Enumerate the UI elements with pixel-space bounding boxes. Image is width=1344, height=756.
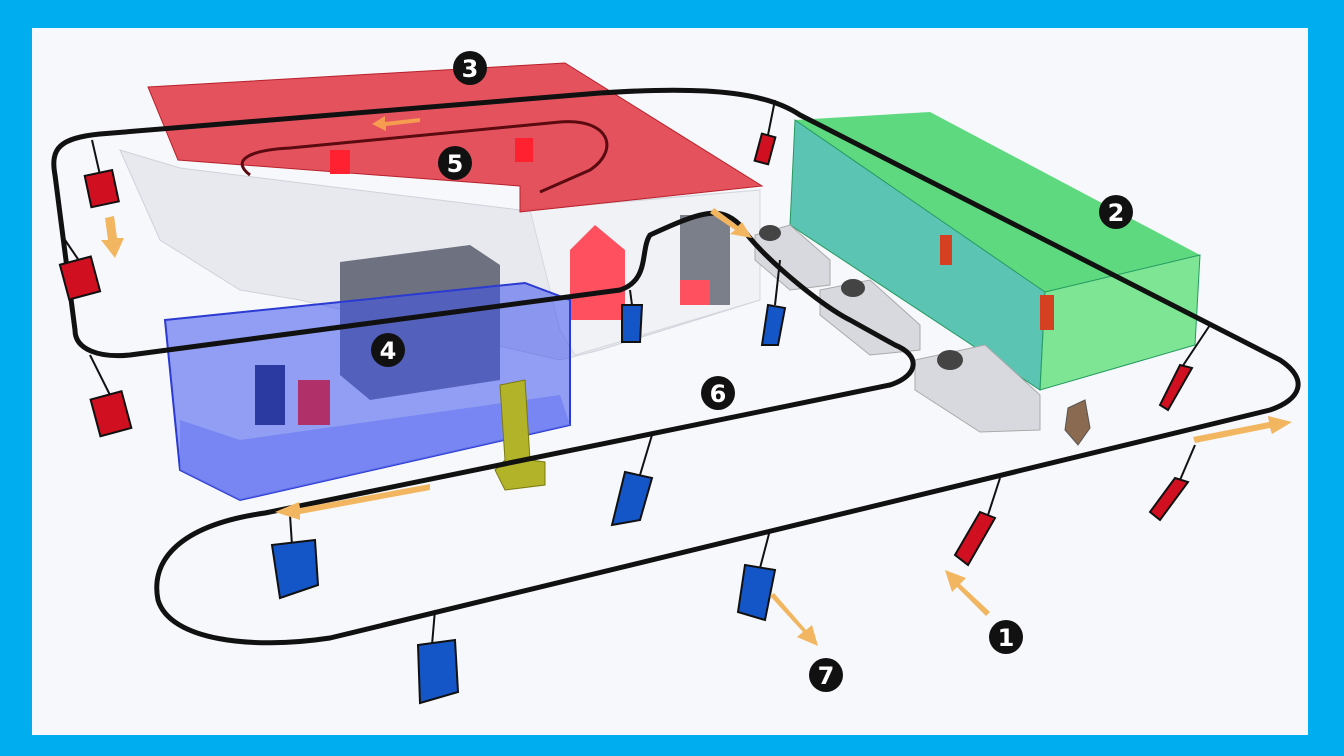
svg-text:4: 4 [380,337,397,365]
label-7: 7 [809,658,843,692]
raw-part [953,510,997,567]
pretreatment-tank-2 [819,279,921,356]
raw-part [753,132,777,166]
svg-text:3: 3 [462,55,479,83]
arrow-right-loop [1193,416,1292,443]
oven-part-a [330,150,350,174]
label-1: 1 [989,620,1023,654]
coated-part [621,304,644,343]
coated-part [416,638,460,705]
pretreatment-tunnel-top [795,112,1200,292]
svg-text:2: 2 [1108,199,1125,227]
arrow-bottom-loop [275,484,430,520]
label-2: 2 [1099,195,1133,229]
spray-part-2 [1040,295,1054,330]
arrow-entry [945,570,990,616]
flow-arrows [101,208,1292,646]
label-4: 4 [371,333,405,367]
raw-part [1148,476,1190,522]
coated-part [736,563,777,622]
powder-booth-base [180,395,570,500]
pretreatment-tunnel-end [1039,254,1201,391]
conveyor-loop [51,87,1301,646]
booth-part [298,380,330,425]
oven-red-part-2 [680,280,710,305]
coated-part [610,470,654,527]
oven-inner-conveyor [240,120,609,194]
raw-part [58,255,102,301]
raw-part [1158,363,1194,412]
arrow-exit [770,593,818,646]
pump-3 [937,350,963,370]
svg-text:5: 5 [447,150,464,178]
svg-text:1: 1 [998,624,1015,652]
svg-text:6: 6 [710,380,727,408]
oven-part-b [515,138,533,162]
oven-arrow [372,116,420,131]
coated-part [760,303,787,346]
label-3: 3 [453,51,487,85]
pump-2 [841,279,865,297]
pump-1 [759,225,781,241]
label-6: 6 [701,376,735,410]
svg-text:7: 7 [818,662,835,690]
raw-part [83,168,120,209]
spray-gun [1064,399,1091,446]
arrow-oven-entry [710,208,752,238]
label-5: 5 [438,146,472,180]
pretreatment-tank-1 [754,224,831,291]
coated-part [270,538,320,600]
hanging-parts [58,99,1211,705]
arrow-left [101,216,124,258]
booth-operator [255,365,285,425]
oven-roof [147,62,764,213]
spray-part-1 [940,235,952,265]
raw-part [89,390,133,438]
